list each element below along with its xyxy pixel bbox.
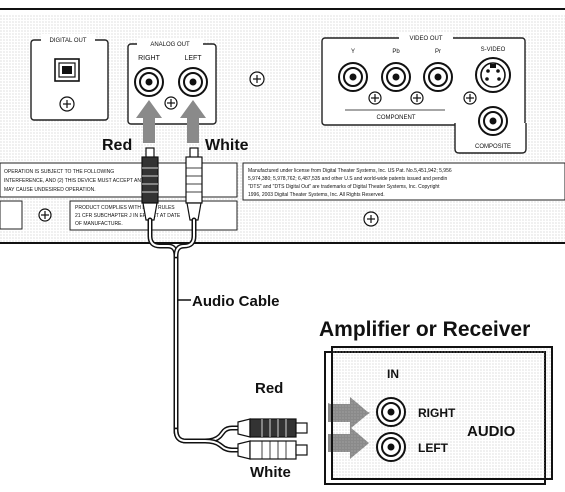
video-pr-jack[interactable] <box>423 62 453 92</box>
fcc-line-1: OPERATION IS SUBJECT TO THE FOLLOWING <box>4 169 114 175</box>
digital-out-label-bg <box>41 34 95 44</box>
video-out-section: VIDEO OUT Y Pb Pr S-VIDEO <box>321 32 527 154</box>
right-label: RIGHT <box>418 406 456 420</box>
composite-jack[interactable] <box>478 106 508 136</box>
red-label-bottom: Red <box>255 380 283 397</box>
analog-out-label: ANALOG OUT <box>150 42 190 48</box>
audio-label: AUDIO <box>467 423 516 440</box>
component-label: COMPONENT <box>377 115 416 121</box>
screw-icon <box>59 96 75 112</box>
fcc-line-2: INTERFERENCE, AND (2) THIS DEVICE MUST A… <box>4 178 145 184</box>
dts-line-1: Manufactured under license from Digital … <box>248 168 452 174</box>
analog-left-jack[interactable] <box>178 67 208 97</box>
video-svideo-label: S-VIDEO <box>481 47 506 53</box>
fcc-line-3: MAY CAUSE UNDESIRED OPERATION. <box>4 187 96 193</box>
white-label-top: White <box>205 137 249 154</box>
receiver-left-jack[interactable] <box>376 432 406 462</box>
small-plate-left <box>0 200 23 230</box>
analog-left-label: LEFT <box>184 55 202 62</box>
screw-icon <box>410 91 424 105</box>
dts-notice-frame <box>242 162 565 201</box>
video-pr-label: Pr <box>435 49 441 55</box>
video-pb-label: Pb <box>392 49 400 55</box>
rca-plug-red-top <box>141 147 159 221</box>
video-y-label: Y <box>351 49 355 55</box>
device-title: Amplifier or Receiver <box>319 318 530 341</box>
rca-plug-red-bottom <box>237 418 308 438</box>
receiver-right-jack[interactable] <box>376 397 406 427</box>
video-y-jack[interactable] <box>338 62 368 92</box>
rca-plug-white-bottom <box>237 440 308 460</box>
screw-icon <box>38 208 52 222</box>
svideo-jack[interactable] <box>475 57 511 93</box>
digital-out-section: DIGITAL OUT <box>30 34 109 121</box>
red-label-top: Red <box>102 137 132 154</box>
dts-notice-plate: Manufactured under license from Digital … <box>242 162 565 201</box>
dts-line-2: 5,974,380; 5,978,762; 6,487,535 and othe… <box>248 176 448 182</box>
video-out-label: VIDEO OUT <box>409 36 442 42</box>
analog-right-label: RIGHT <box>138 55 161 62</box>
audio-cable-label: Audio Cable <box>192 293 280 310</box>
in-label: IN <box>387 367 399 381</box>
composite-frame <box>454 123 527 154</box>
dts-line-3: "DTS" and "DTS Digital Out" are trademar… <box>248 184 440 190</box>
dts-line-4: 1996, 2003 Digital Theater Systems, Inc.… <box>248 192 385 198</box>
screw-icon <box>463 91 477 105</box>
product-line-2: 21 CFR SUBCHAPTER J IN EFFECT AT DATE <box>75 213 181 219</box>
rear-panel: DIGITAL OUT ANALOG OUT RIGHT LEFT <box>0 8 565 244</box>
analog-out-label-bg <box>137 38 203 48</box>
screw-icon <box>363 211 379 227</box>
screw-icon <box>164 96 178 110</box>
screw-icon <box>368 91 382 105</box>
left-label: LEFT <box>418 441 449 455</box>
composite-label: COMPOSITE <box>475 144 511 150</box>
arrow-up-right-channel <box>136 100 162 143</box>
analog-right-jack[interactable] <box>134 67 164 97</box>
receiver-panel <box>331 346 553 480</box>
digital-out-label: DIGITAL OUT <box>49 38 86 44</box>
rca-plug-white-top <box>185 147 203 221</box>
white-label-bottom: White <box>250 464 291 481</box>
optical-jack[interactable] <box>54 58 80 82</box>
video-pb-jack[interactable] <box>381 62 411 92</box>
screw-icon <box>249 71 265 87</box>
receiver-box: IN RIGHT LEFT AUDIO <box>324 346 553 485</box>
video-out-label-bg <box>399 32 453 42</box>
product-line-1: PRODUCT COMPLIES WITH DHHS RULES <box>75 205 175 211</box>
audio-cable <box>147 217 243 453</box>
product-line-3: OF MANUFACTURE. <box>75 221 123 227</box>
arrow-up-left-channel <box>180 100 206 143</box>
